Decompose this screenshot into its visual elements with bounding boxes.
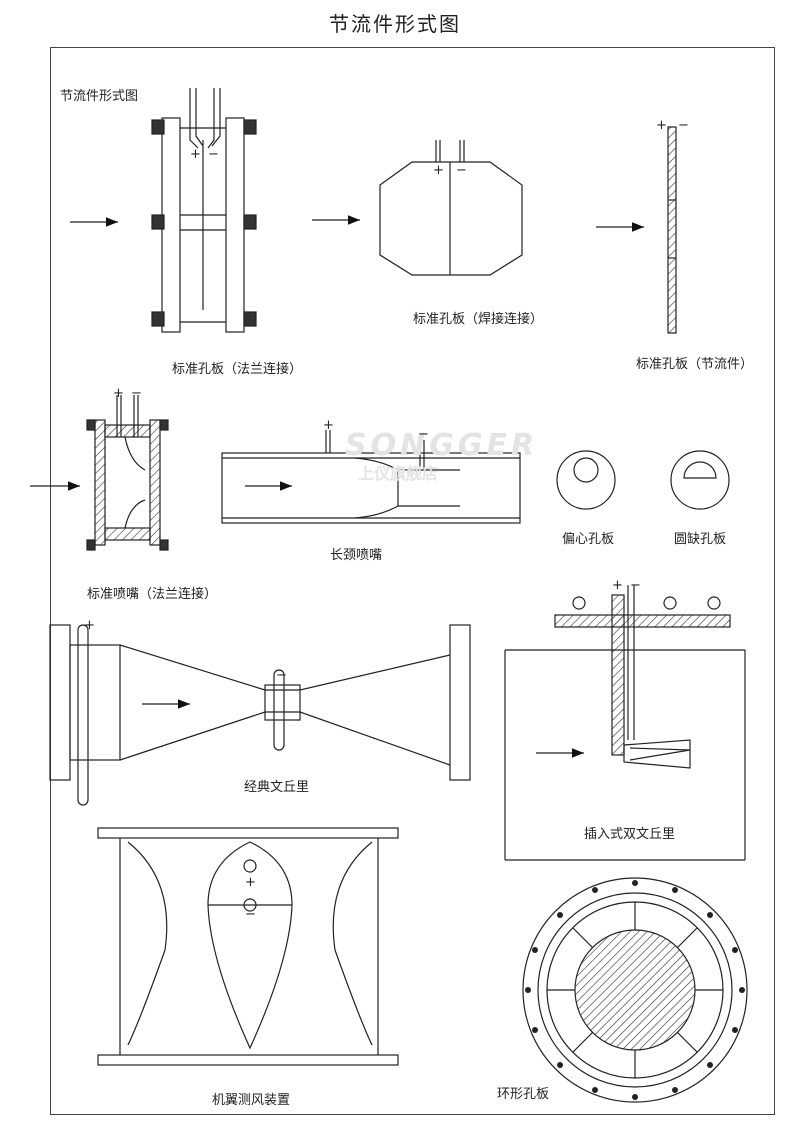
venturi-drawing [49, 624, 471, 806]
segmental-plate [670, 450, 730, 510]
label-long-nozzle: 长颈喷嘴 [330, 548, 383, 563]
plus-sign: + [84, 618, 95, 633]
inner-title: 节流件形式图 [60, 89, 139, 104]
page-title: 节流件形式图 [329, 12, 461, 36]
watermark-brand: SONGGER [345, 428, 539, 463]
plus-sign: + [245, 875, 256, 890]
orifice-element-drawing [596, 126, 677, 334]
label-insert-venturi: 插入式双文丘里 [584, 827, 676, 842]
label-annular: 环形孔板 [497, 1087, 550, 1102]
label-venturi: 经典文丘里 [244, 780, 310, 795]
label-orifice-weld: 标准孔板（焊接连接） [413, 312, 544, 327]
minus-sign: − [131, 386, 142, 401]
plus-sign: + [656, 118, 667, 133]
label-nozzle-flange: 标准喷嘴（法兰连接） [87, 587, 218, 602]
watermark-shop: 上仪旗舰店 [358, 464, 439, 483]
plus-sign: + [612, 578, 623, 593]
minus-sign: − [276, 668, 287, 683]
drawing-frame [50, 47, 775, 1115]
label-orifice-flange: 标准孔板（法兰连接） [172, 362, 303, 377]
orifice-flange-drawing [70, 88, 257, 333]
plus-sign: + [433, 163, 444, 178]
label-airfoil: 机翼测风装置 [212, 1093, 291, 1108]
airfoil-drawing [97, 827, 399, 1066]
orifice-weld-drawing [312, 140, 523, 276]
minus-sign: − [678, 118, 689, 133]
eccentric-hole [573, 457, 599, 483]
label-eccentric: 偏心孔板 [562, 532, 615, 547]
eccentric-plate [556, 450, 616, 510]
minus-sign: − [208, 147, 219, 162]
minus-sign: − [418, 427, 429, 442]
annular-drawing [522, 877, 748, 1103]
minus-sign: − [456, 163, 467, 178]
plus-sign: + [113, 386, 124, 401]
label-orifice-element: 标准孔板（节流件） [636, 357, 754, 372]
long-nozzle-drawing [221, 430, 521, 524]
nozzle-flange-drawing [30, 395, 169, 551]
label-segmental: 圆缺孔板 [674, 532, 727, 547]
segmental-hole [683, 461, 717, 479]
minus-sign: − [630, 578, 641, 593]
plus-sign: + [190, 147, 201, 162]
bolt-holes [525, 880, 745, 1100]
plus-sign: + [323, 418, 334, 433]
insert-venturi-drawing [504, 585, 746, 861]
minus-sign: − [245, 907, 256, 922]
